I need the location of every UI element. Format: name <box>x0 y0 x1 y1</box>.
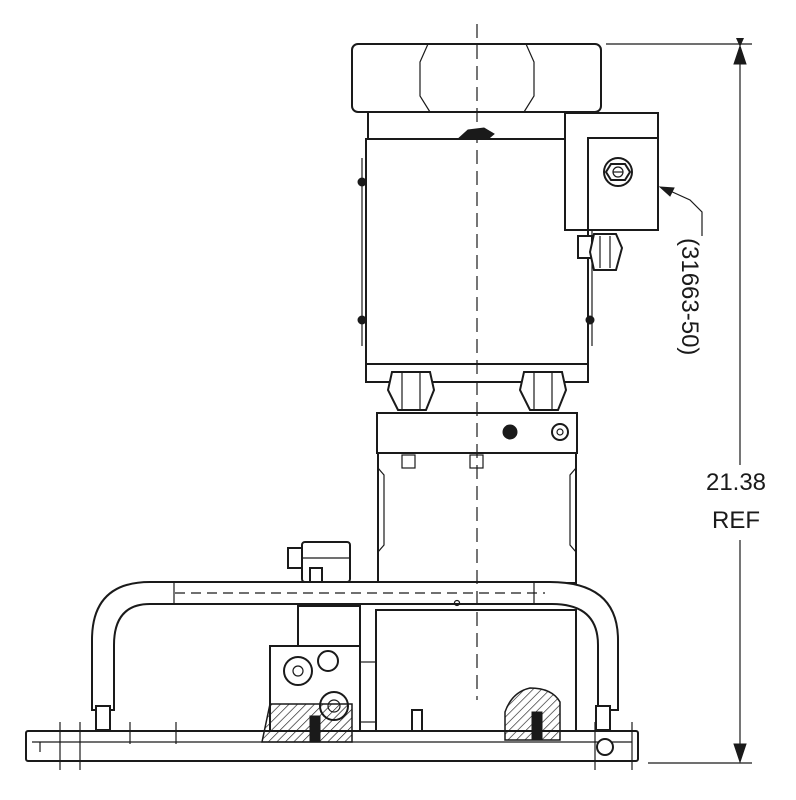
section-cutaway-left <box>261 703 353 743</box>
adapter-nut-left <box>386 371 436 411</box>
adapter-nut-right <box>518 371 568 411</box>
section-cutaway-right <box>504 687 561 741</box>
motor-body <box>357 138 595 383</box>
part-callout: (31663-50) <box>658 186 703 355</box>
arrowhead-down <box>733 743 747 764</box>
reservoir <box>355 609 577 735</box>
dimension-value: 21.38 <box>706 469 766 496</box>
part-number-label: (31663-50) <box>676 238 703 355</box>
junction-box <box>564 112 659 231</box>
callout-arrowhead <box>658 186 675 197</box>
side-fitting <box>577 233 624 271</box>
dimension-note: REF <box>712 507 760 534</box>
handle-frame <box>91 581 619 731</box>
height-dimension: 21.38 REF <box>606 38 766 764</box>
arrowhead-up <box>733 44 747 65</box>
